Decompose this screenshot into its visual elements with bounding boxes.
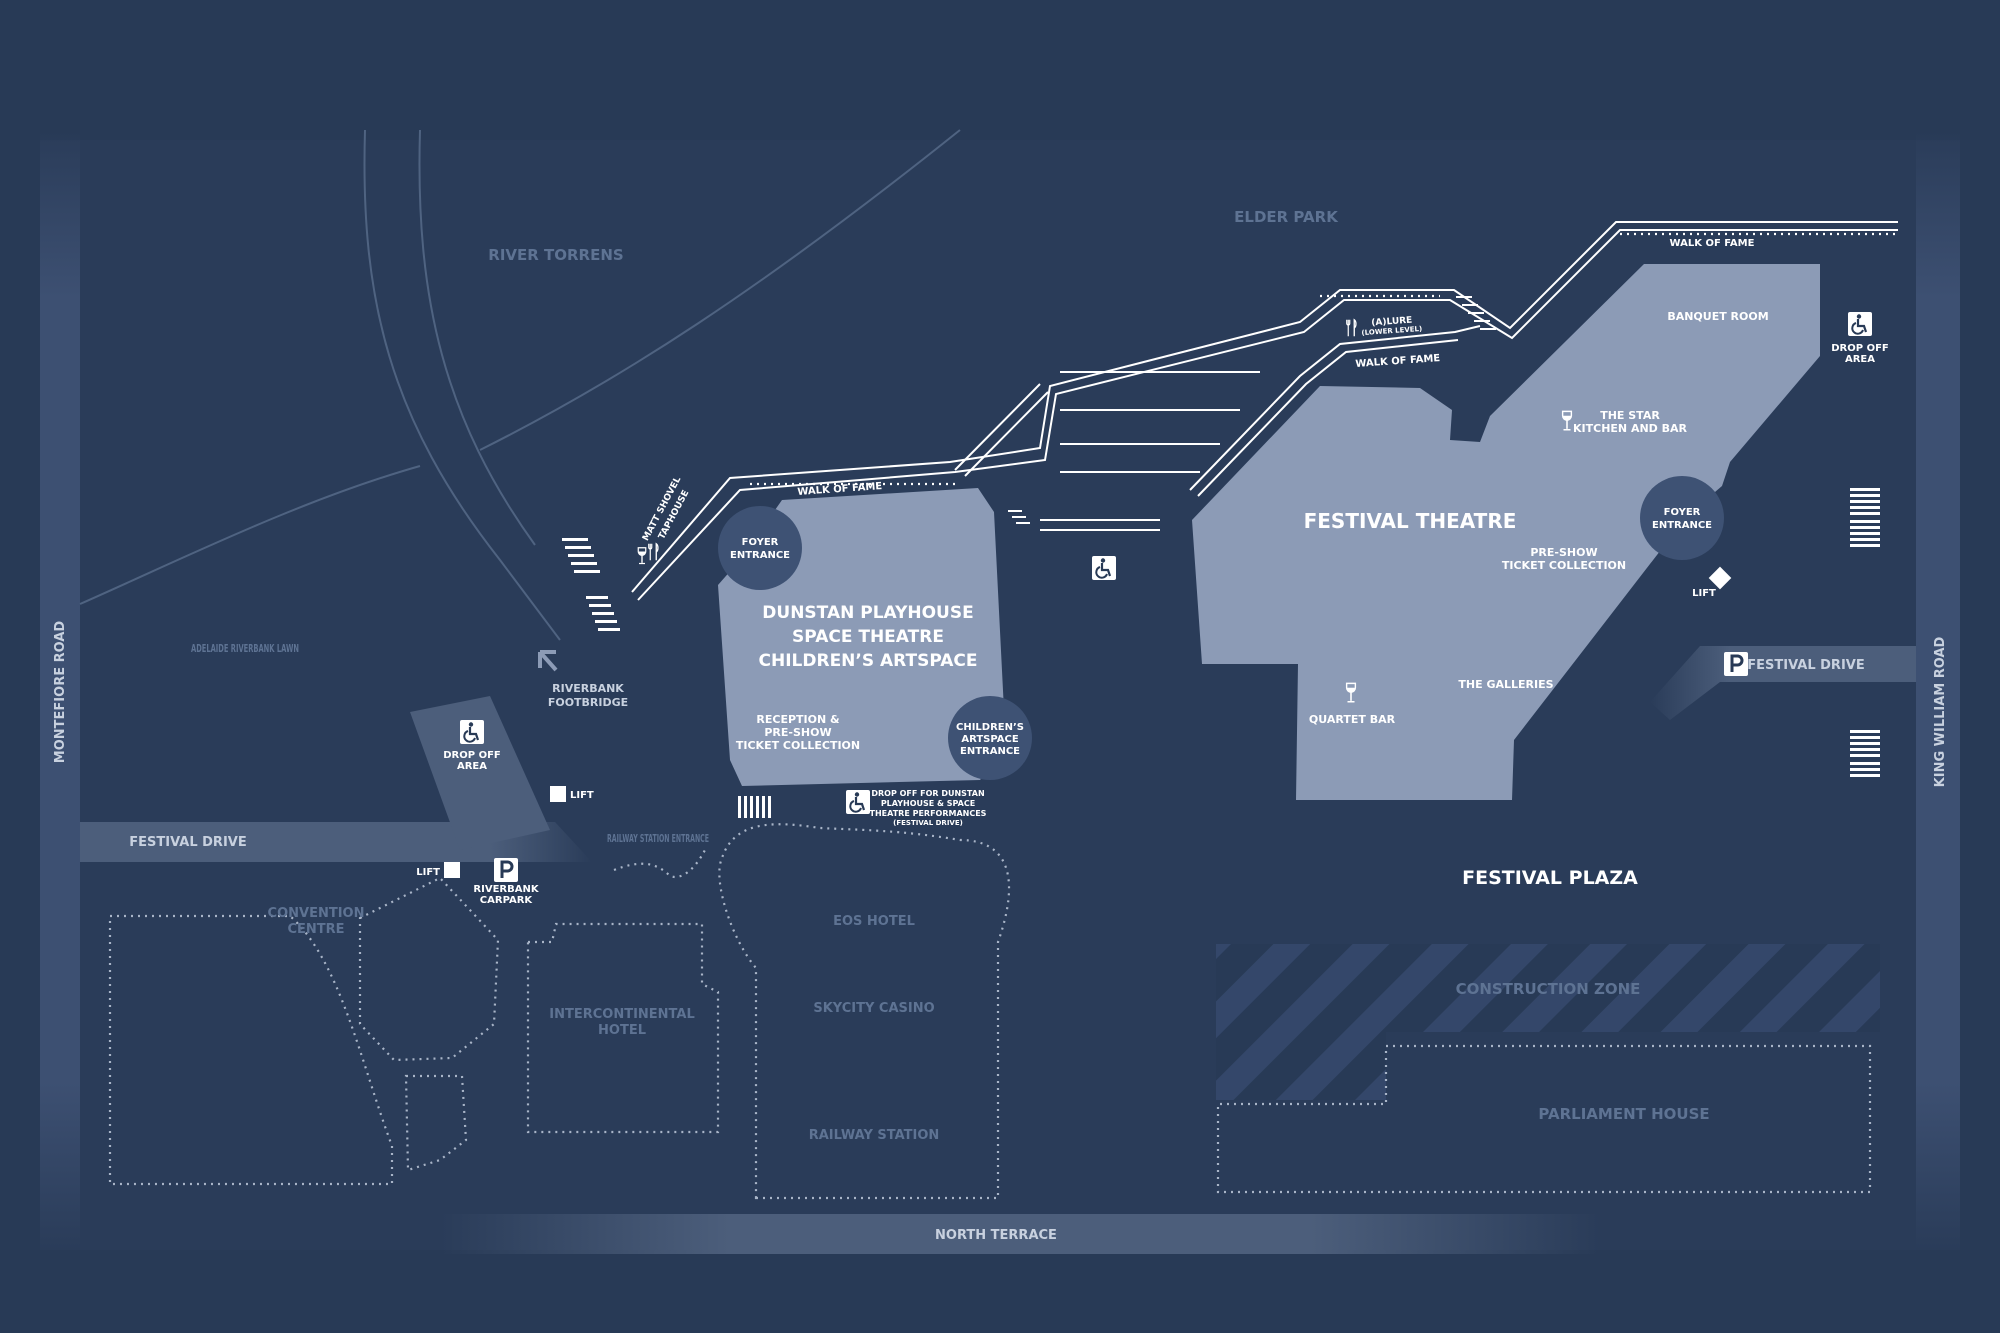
lift-icon[interactable]: [550, 786, 566, 802]
drop-off-east-label-1: DROP OFF: [1831, 343, 1888, 354]
space-theatre-title: SPACE THEATRE: [792, 627, 944, 647]
river-bank-line-1: [363, 129, 561, 641]
festival-preshow-label-2: TICKET COLLECTION: [1502, 559, 1626, 572]
dunstan-playhouse-title: DUNSTAN PLAYHOUSE: [762, 603, 973, 623]
riverbank-footbridge-label-2: FOOTBRIDGE: [548, 696, 628, 709]
walk-of-fame-path-a: [631, 221, 1898, 593]
walk-of-fame-path-b: [637, 229, 1898, 601]
allure-label: (A)LURE: [1371, 316, 1413, 329]
north-terrace-label: NORTH TERRACE: [935, 1228, 1057, 1243]
riverbank-footbridge-label-1: RIVERBANK: [552, 682, 624, 695]
riverbank-carpark-label-1: RIVERBANK: [473, 884, 539, 895]
parking-icon: [1724, 652, 1748, 676]
walk-of-fame-path-c: [1189, 325, 1481, 491]
montefiore-road: [40, 130, 80, 1250]
drop-off-west-label-1: DROP OFF: [443, 750, 500, 761]
railway-station-label: RAILWAY STATION: [809, 1128, 940, 1143]
arrow-up-left-icon: [538, 650, 558, 672]
stairs-icon: [738, 796, 771, 818]
drop-off-dunstan-label-3: THEATRE PERFORMANCES: [870, 809, 987, 818]
eos-hotel-label: EOS HOTEL: [833, 914, 915, 929]
parking-icon: [494, 858, 518, 882]
foyer-entrance-dunstan-label-1: FOYER: [742, 537, 779, 548]
foyer-entrance-festival-label-2: ENTRANCE: [1652, 520, 1712, 531]
childrens-artspace-entrance[interactable]: [948, 696, 1032, 780]
foyer-entrance-dunstan-label-2: ENTRANCE: [730, 550, 790, 561]
walk-of-fame-label: WALK OF FAME: [1670, 238, 1755, 249]
intercontinental-hotel-label-1: INTERCONTINENTAL: [549, 1007, 695, 1022]
foyer-entrance-festival-label-1: FOYER: [1664, 507, 1701, 518]
lift-icon[interactable]: [1708, 566, 1732, 590]
river-torrens-label: RIVER TORRENS: [488, 246, 623, 264]
stairs-icon: [1850, 730, 1880, 777]
wheelchair-icon: [460, 720, 484, 744]
drop-off-dunstan-label-2: PLAYHOUSE & SPACE: [881, 799, 975, 808]
river-bank-line-2: [418, 129, 536, 546]
construction-zone-label: CONSTRUCTION ZONE: [1456, 980, 1641, 998]
parliament-house-label: PARLIAMENT HOUSE: [1538, 1105, 1709, 1123]
festival-drive-west-label: FESTIVAL DRIVE: [129, 835, 246, 850]
adelaide-riverbank-lawn-label: ADELAIDE RIVERBANK LAWN: [191, 642, 299, 655]
quartet-bar-label: QUARTET BAR: [1309, 713, 1396, 726]
festival-drive-east-label: FESTIVAL DRIVE: [1747, 658, 1864, 673]
dunstan-reception-label-3: TICKET COLLECTION: [736, 739, 860, 752]
stairs-icon: [562, 538, 600, 573]
king-william-road: [1916, 130, 1960, 1250]
railway-station-entrance-label: RAILWAY STATION ENTRANCE: [607, 832, 709, 845]
riverbank-carpark-label-2: CARPARK: [480, 895, 534, 906]
eos-casino-station-outline: [718, 823, 1011, 1200]
north-terrace-road: [440, 1214, 1600, 1254]
foyer-entrance-dunstan[interactable]: [718, 506, 802, 590]
skycity-casino-label: SKYCITY CASINO: [813, 1001, 934, 1016]
dunstan-reception-label-1: RECEPTION &: [756, 713, 840, 726]
the-star-label-2: KITCHEN AND BAR: [1573, 422, 1688, 435]
parliament-house-outline: [1216, 1044, 1872, 1194]
festival-drive-east-road: [1650, 646, 1916, 720]
festival-theatre-building[interactable]: [1192, 264, 1820, 800]
stairs-icon: [1456, 296, 1496, 330]
the-galleries-label: THE GALLERIES: [1458, 678, 1553, 691]
stairs-icon: [586, 596, 620, 631]
river-bank-line-4: [479, 129, 961, 451]
festival-theatre-title: FESTIVAL THEATRE: [1304, 509, 1517, 533]
elder-park-label: ELDER PARK: [1234, 208, 1339, 226]
walkway-strip-5: [1040, 519, 1160, 531]
walk-of-fame-path-d: [1197, 339, 1459, 497]
drop-off-west-label-2: AREA: [457, 761, 487, 772]
childrens-artspace-entrance-label-1: CHILDREN’S: [956, 722, 1024, 733]
intercontinental-hotel-outline: [526, 922, 720, 1134]
drop-off-dunstan-note: (FESTIVAL DRIVE): [893, 819, 963, 827]
foyer-entrance-festival[interactable]: [1640, 476, 1724, 560]
king-william-road-label: KING WILLIAM ROAD: [1933, 636, 1948, 787]
railway-station-entrance-path: [613, 847, 707, 879]
festival-plaza-label: FESTIVAL PLAZA: [1462, 867, 1638, 889]
wheelchair-icon: [846, 790, 870, 814]
wheelchair-icon: [1848, 312, 1872, 336]
drop-off-east-label-2: AREA: [1845, 354, 1875, 365]
convention-centre-label-1: CONVENTION: [268, 906, 365, 921]
stairs-icon: [1008, 510, 1030, 524]
drop-off-west-zone: [410, 696, 550, 850]
lift-label: LIFT: [1692, 588, 1716, 599]
convention-centre-label-2: CENTRE: [287, 922, 344, 937]
the-star-label-1: THE STAR: [1600, 409, 1660, 422]
montefiore-road-label: MONTEFIORE ROAD: [53, 621, 68, 764]
construction-zone: [1216, 944, 1880, 1100]
lift-label: LIFT: [570, 790, 594, 801]
childrens-artspace-entrance-label-3: ENTRANCE: [960, 746, 1020, 757]
dunstan-reception-label-2: PRE-SHOW: [764, 726, 831, 739]
lift-icon[interactable]: [444, 862, 460, 878]
festival-preshow-label-1: PRE-SHOW: [1530, 546, 1597, 559]
intercontinental-hotel-label-2: HOTEL: [598, 1023, 646, 1038]
river-bank-line-3: [79, 465, 421, 605]
wheelchair-icon: [1092, 556, 1116, 580]
lift-label: LIFT: [416, 867, 440, 878]
walkway-ramp: [954, 383, 1049, 477]
stairs-icon: [1850, 488, 1880, 547]
banquet-room-label: BANQUET ROOM: [1667, 310, 1768, 323]
drop-off-dunstan-label-1: DROP OFF FOR DUNSTAN: [871, 789, 984, 798]
childrens-artspace-title: CHILDREN’S ARTSPACE: [759, 651, 978, 671]
childrens-artspace-entrance-label-2: ARTSPACE: [961, 734, 1019, 745]
